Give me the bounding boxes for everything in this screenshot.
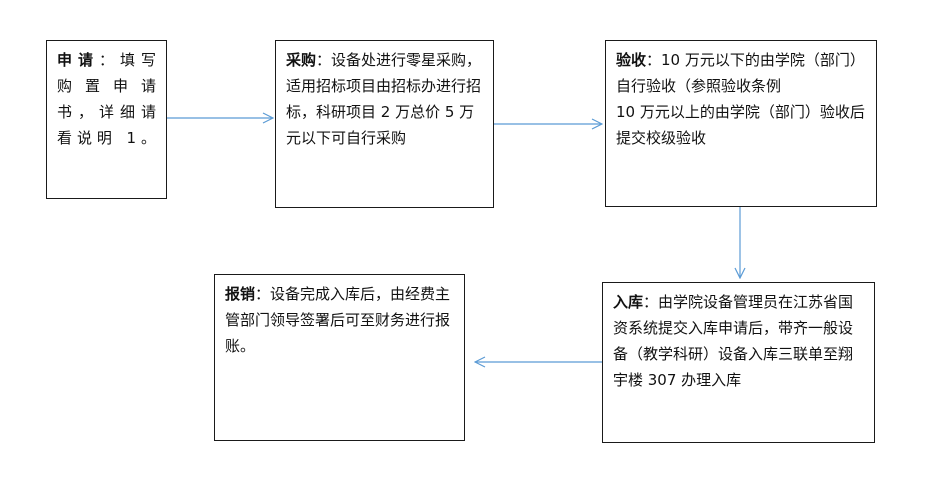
reimburse-text: 报销：设备完成入库后，由经费主管部门领导签署后可至财务进行报账。 bbox=[225, 285, 451, 355]
purchase-text: 采购：设备处进行零星采购，适用招标项目由招标办进行招标，科研项目 2 万总价 5… bbox=[286, 51, 482, 147]
accept-title: 验收 bbox=[616, 51, 647, 69]
accept-text-2: 10 万元以上的由学院（部门）验收后提交校级验收 bbox=[616, 103, 865, 147]
purchase-title: 采购 bbox=[286, 51, 317, 69]
apply-line-2: 购置申请 bbox=[57, 77, 156, 95]
apply-title: 申请 bbox=[57, 51, 99, 69]
accept-text-1: 验收：10 万元以下的由学院（部门）自行验收（参照验收条例 bbox=[616, 51, 865, 95]
apply-line-4: 看说明 1。 bbox=[57, 129, 156, 147]
accept-box: 验收：10 万元以下的由学院（部门）自行验收（参照验收条例 10 万元以上的由学… bbox=[605, 40, 877, 207]
reimburse-box: 报销：设备完成入库后，由经费主管部门领导签署后可至财务进行报账。 bbox=[214, 274, 465, 441]
storage-title: 入库 bbox=[613, 293, 644, 311]
storage-box: 入库：由学院设备管理员在江苏省国资系统提交入库申请后，带齐一般设备（教学科研）设… bbox=[602, 282, 875, 443]
apply-line-3: 书，详细请 bbox=[57, 103, 156, 121]
storage-text: 入库：由学院设备管理员在江苏省国资系统提交入库申请后，带齐一般设备（教学科研）设… bbox=[613, 293, 854, 389]
reimburse-title: 报销 bbox=[225, 285, 256, 303]
purchase-box: 采购：设备处进行零星采购，适用招标项目由招标办进行招标，科研项目 2 万总价 5… bbox=[275, 40, 494, 208]
apply-box: 申请：填写 购置申请 书，详细请 看说明 1。 bbox=[46, 40, 167, 199]
apply-line-1: 申请：填写 bbox=[57, 51, 156, 69]
